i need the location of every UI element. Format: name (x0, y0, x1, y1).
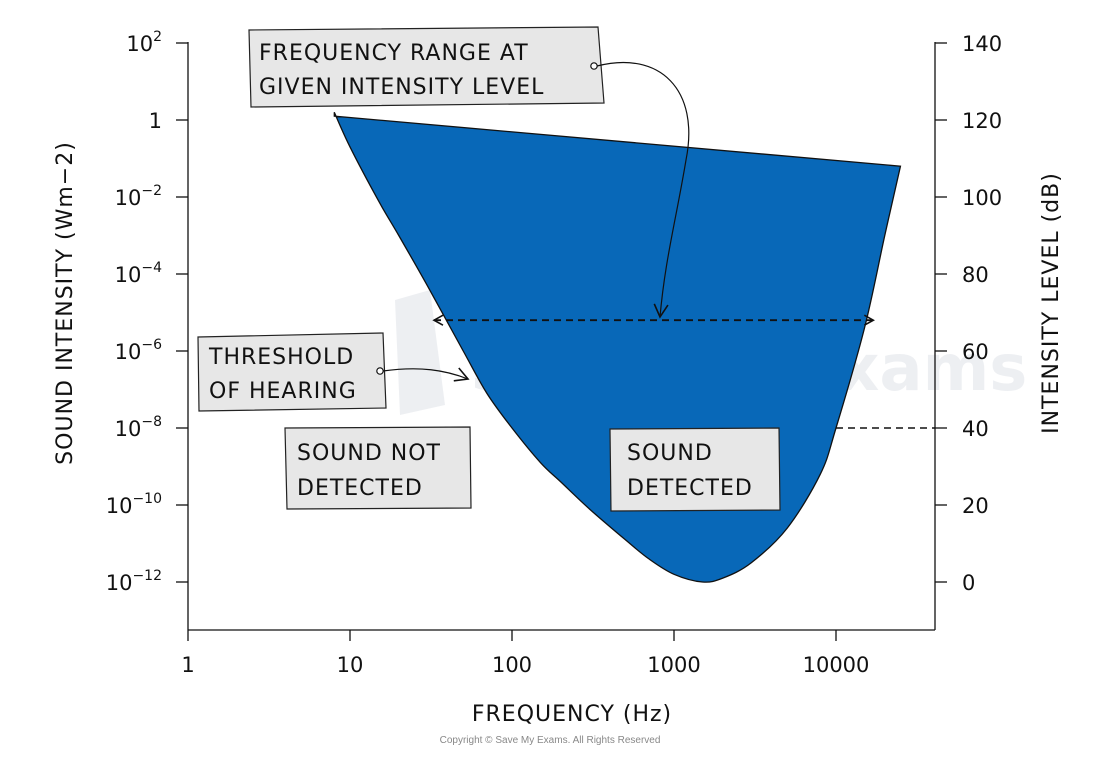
annotation-threshold-of-hearing: THRESHOLD OF HEARING (197, 332, 470, 412)
right-tick: 120 (935, 109, 1002, 133)
right-tick: 140 (935, 32, 1002, 56)
annotation-threshold-line1: THRESHOLD (208, 345, 354, 370)
x-tick-label: 100 (492, 653, 532, 677)
x-tick-label: 1000 (647, 653, 700, 677)
x-tick-label: 1 (181, 653, 194, 677)
x-tick-label: 10 (337, 653, 364, 677)
annotation-frequency-range-line2: GIVEN INTENSITY LEVEL (259, 75, 544, 100)
right-tick-label: 140 (962, 32, 1002, 56)
x-tick: 1 (181, 630, 195, 677)
left-tick: 10−12 (106, 568, 188, 595)
right-tick-label: 120 (962, 109, 1002, 133)
watermark-logo-icon (395, 290, 445, 415)
left-tick-label: 10−6 (115, 337, 162, 364)
annotation-detected-line1: SOUND (627, 441, 713, 466)
annotation-not-detected-line1: SOUND NOT (297, 441, 441, 466)
x-axis-title: FREQUENCY (Hz) (472, 702, 672, 727)
left-tick: 10−2 (115, 183, 188, 210)
left-axis-title: SOUND INTENSITY (Wm−2) (53, 141, 78, 465)
left-tick-label: 102 (126, 29, 162, 56)
left-axis-ticks: 102 1 10−2 10−4 10−6 10−8 10−10 10−12 (106, 29, 188, 595)
annotation-threshold-line2: OF HEARING (209, 379, 357, 404)
left-tick: 10−6 (115, 337, 188, 364)
right-tick: 0 (935, 571, 975, 595)
right-tick-label: 0 (962, 571, 975, 595)
right-tick-label: 100 (962, 186, 1002, 210)
right-tick-label: 40 (962, 417, 989, 441)
left-tick-label: 10−8 (115, 414, 162, 441)
left-tick: 10−10 (106, 491, 188, 518)
annotation-sound-not-detected: SOUND NOT DETECTED (284, 426, 472, 510)
annotation-frequency-range: FREQUENCY RANGE AT GIVEN INTENSITY LEVEL (248, 26, 690, 319)
axes-frame (187, 42, 936, 631)
right-tick: 80 (935, 263, 989, 287)
right-tick: 60 (935, 340, 989, 364)
left-tick-label: 10−12 (106, 568, 162, 595)
x-tick-label: 10000 (803, 653, 870, 677)
left-tick-label: 10−4 (115, 260, 162, 287)
right-tick-label: 20 (962, 494, 989, 518)
right-axis-title: INTENSITY LEVEL (dB) (1039, 172, 1064, 434)
left-tick: 10−4 (115, 260, 188, 287)
left-tick-label: 1 (149, 109, 162, 133)
annotation-not-detected-line2: DETECTED (297, 476, 423, 501)
copyright-notice: Copyright © Save My Exams. All Rights Re… (439, 735, 661, 746)
left-tick-label: 10−2 (115, 183, 162, 210)
right-tick-label: 60 (962, 340, 989, 364)
annotation-frequency-range-line1: FREQUENCY RANGE AT (259, 41, 529, 66)
right-tick: 20 (935, 494, 989, 518)
right-tick: 40 (935, 417, 989, 441)
annotation-sound-detected: SOUND DETECTED (609, 427, 781, 512)
left-tick: 1 (149, 109, 188, 133)
left-tick-label: 10−10 (106, 491, 162, 518)
right-tick-label: 80 (962, 263, 989, 287)
right-axis-ticks: 140 120 100 80 60 40 20 0 (935, 32, 1002, 595)
annotation-threshold-pointer (382, 367, 470, 382)
x-tick: 10000 (803, 630, 870, 677)
left-tick: 10−8 (115, 414, 188, 441)
right-tick: 100 (935, 186, 1002, 210)
annotation-detected-line2: DETECTED (627, 476, 753, 501)
left-tick: 102 (126, 29, 188, 56)
x-tick: 1000 (647, 630, 701, 677)
x-axis-ticks: 1 10 100 1000 10000 (181, 630, 869, 677)
x-tick: 100 (492, 630, 532, 677)
x-tick: 10 (337, 630, 364, 677)
annotation-frequency-range-pointer (596, 61, 690, 319)
